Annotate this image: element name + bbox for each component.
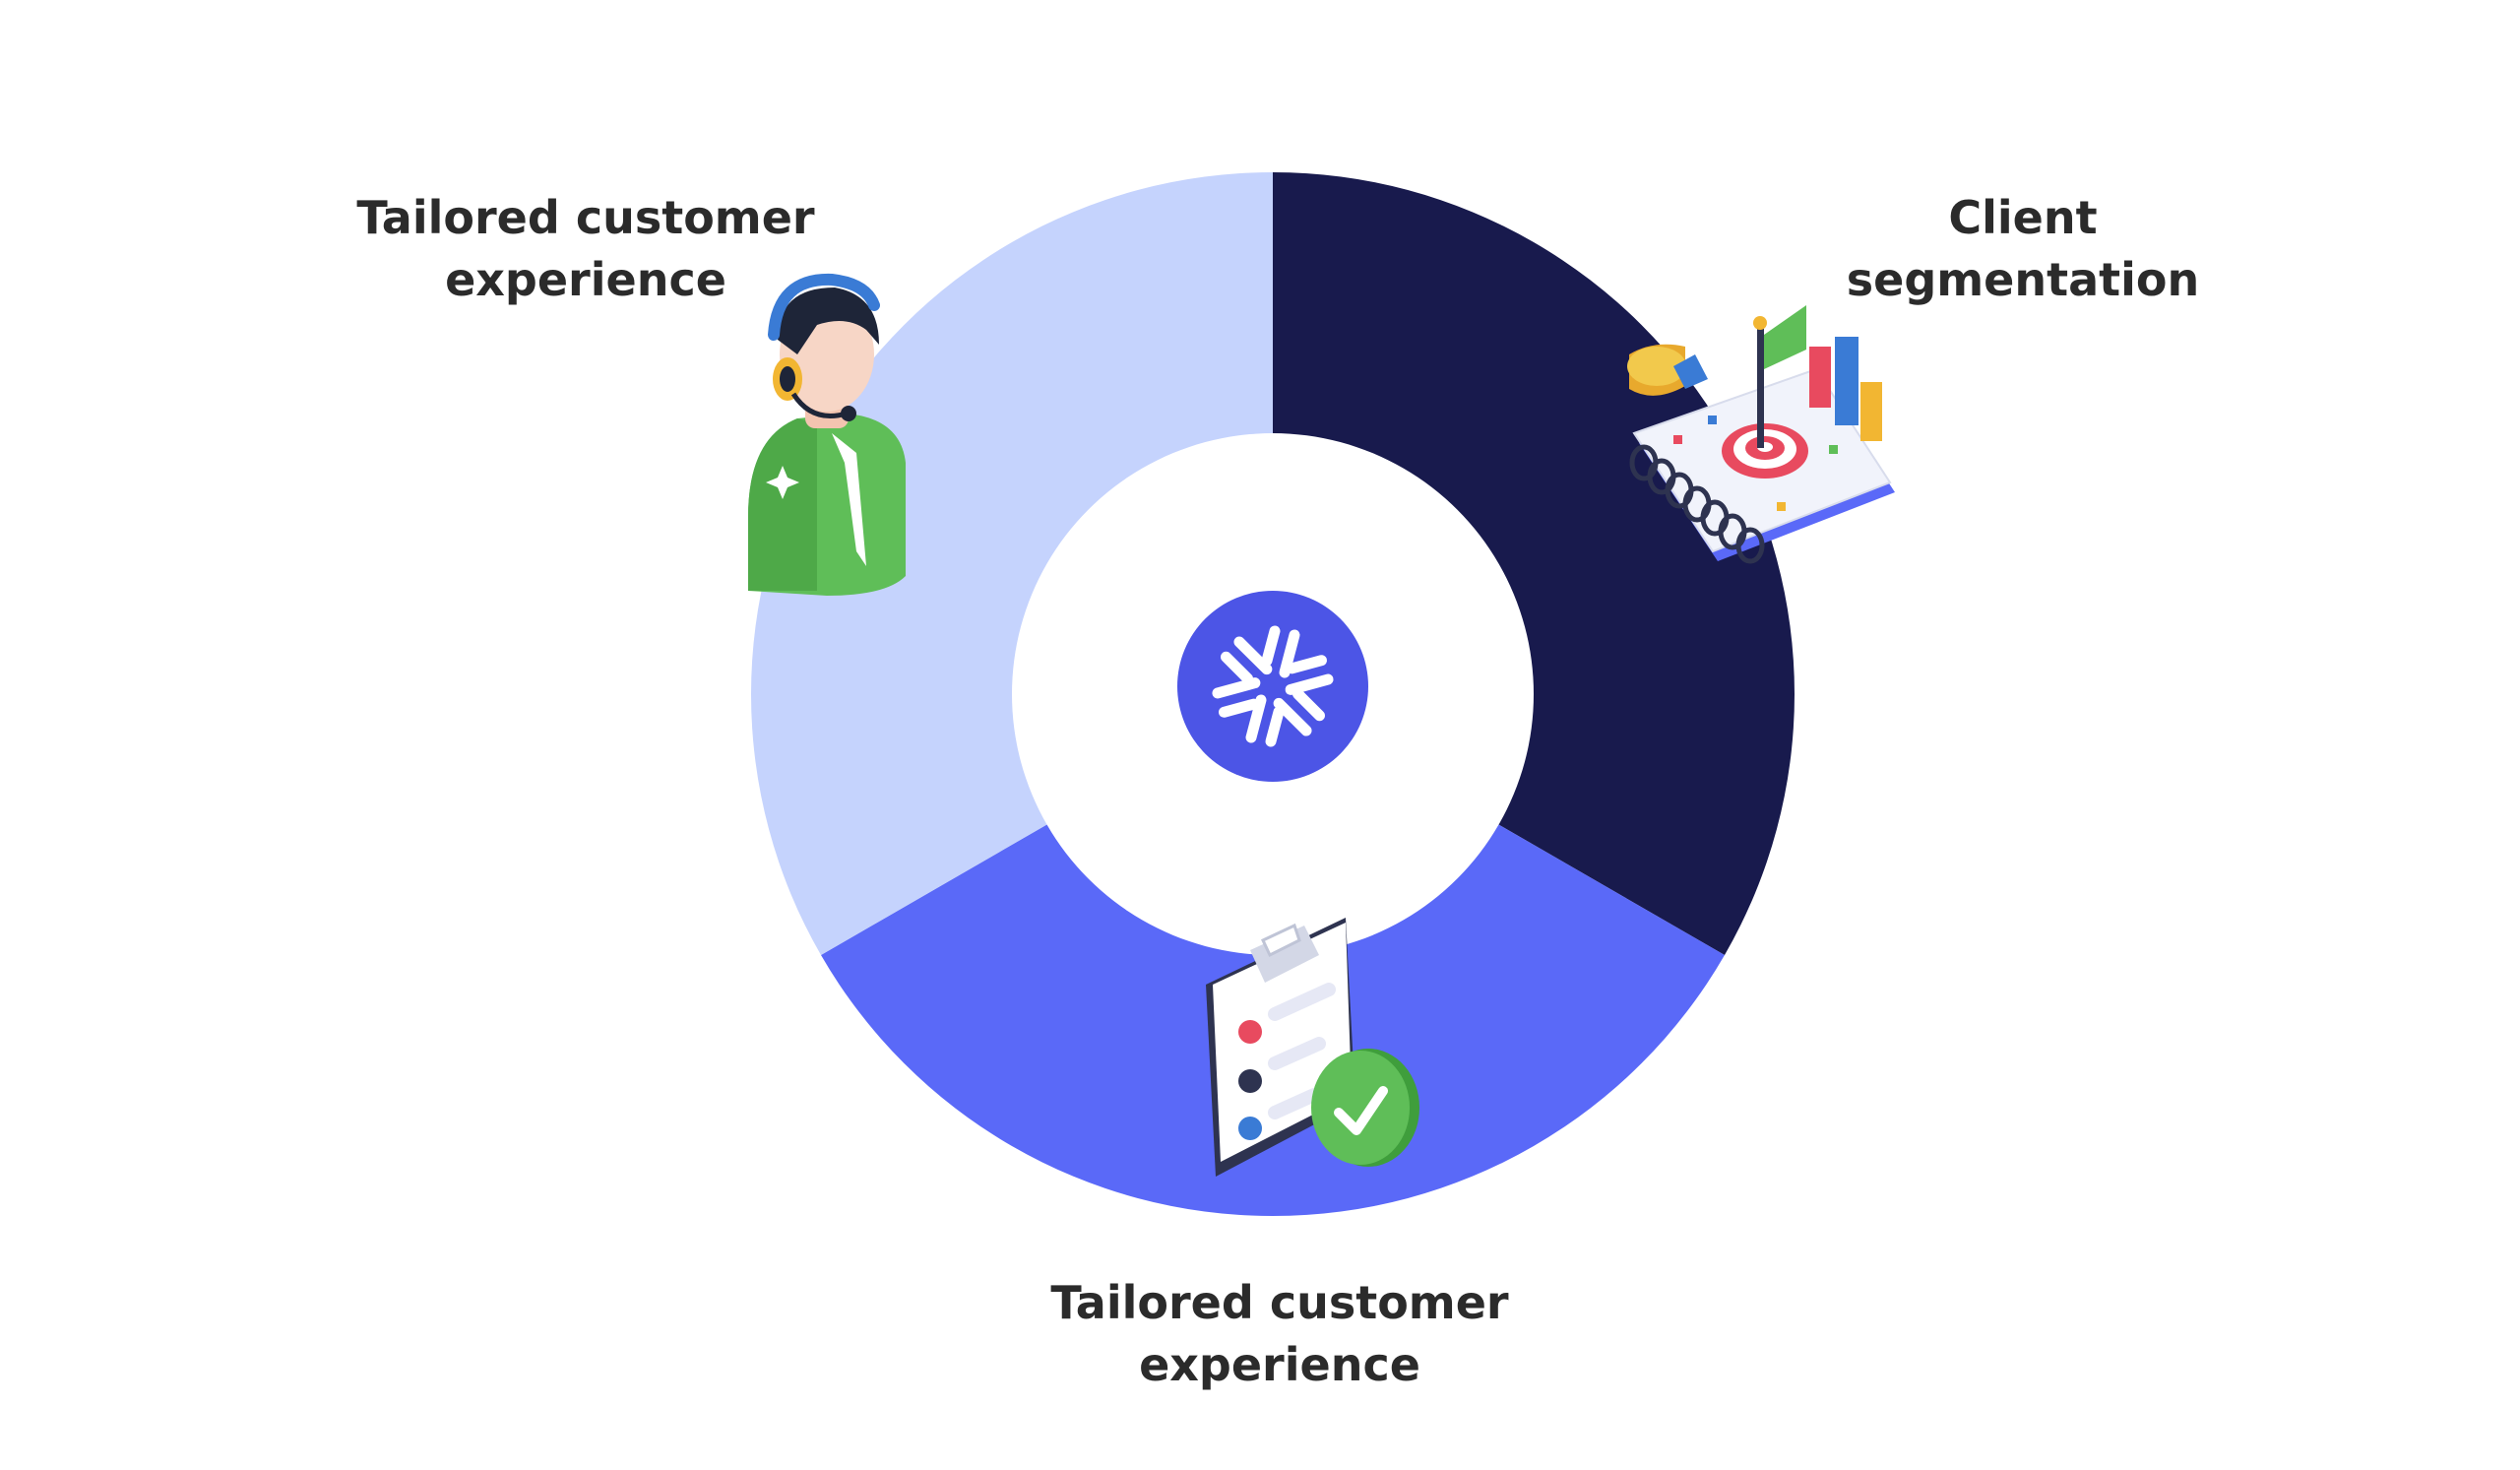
label-line: Tailored customer: [356, 191, 815, 244]
label-line: Client: [1948, 191, 2098, 244]
label-tailored-customer-experience-bottom: Tailored customer experience: [1014, 1272, 1545, 1396]
label-line: experience: [445, 253, 726, 306]
segment-client-segmentation: [1273, 172, 1795, 955]
segment-tailored-customer-experience-left: [751, 172, 1273, 955]
label-line: segmentation: [1846, 253, 2200, 306]
label-line: Tailored customer: [1050, 1276, 1509, 1329]
checklist-clipboard-icon: [1206, 918, 1419, 1177]
label-line: experience: [1139, 1338, 1420, 1391]
support-agent-icon: [748, 273, 906, 596]
label-tailored-customer-experience-left: Tailored customer experience: [325, 187, 847, 311]
snowflake-logo-icon: [1177, 591, 1368, 782]
label-client-segmentation: Client segmentation: [1811, 187, 2235, 311]
target-chart-notebook-icon: [1627, 305, 1895, 564]
